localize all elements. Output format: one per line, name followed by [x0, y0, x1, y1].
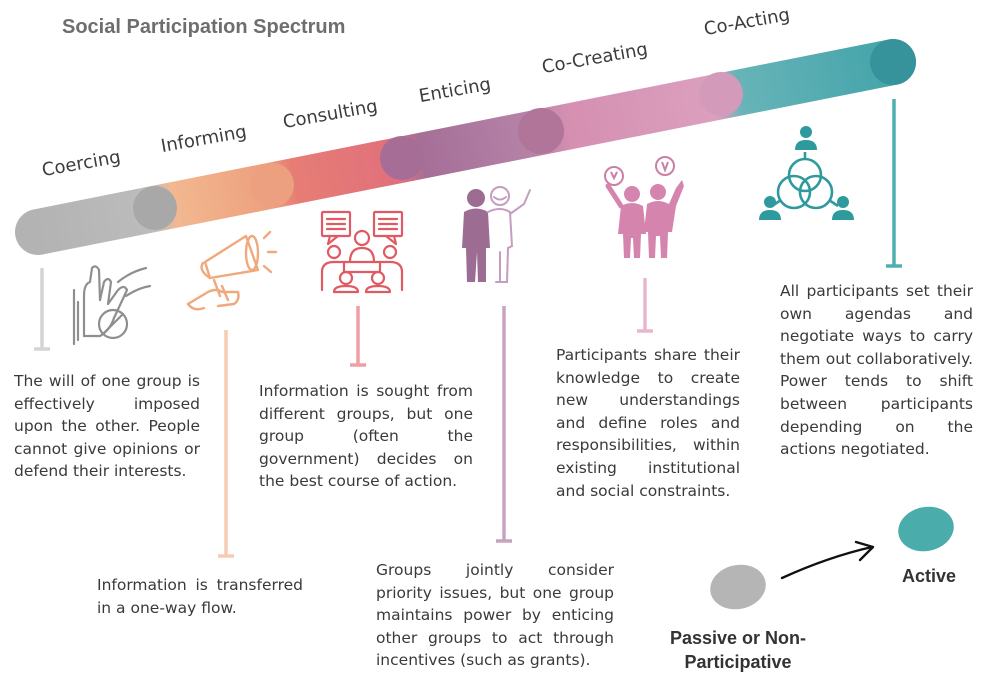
- stage-node-consulting: [380, 136, 424, 180]
- legend-passive-label: Passive or Non-Participative: [669, 628, 807, 672]
- stage-node-coacting: [870, 39, 916, 85]
- network-people-icon: [759, 126, 854, 220]
- stage-node-cocreating: [699, 72, 743, 116]
- group-meeting-icon: [320, 210, 404, 294]
- legend-arrow: [780, 545, 874, 580]
- spectrum-bar: [15, 39, 916, 255]
- description-coercing: The will of one group is effectively imp…: [14, 372, 200, 481]
- stage-node-informing: [250, 163, 294, 207]
- description-consulting: Information is sought from different gro…: [259, 382, 473, 491]
- page-title: Social Participation Spectrum: [62, 16, 346, 38]
- description-coacting: All participants set their own agendas a…: [780, 282, 973, 459]
- description-cocreating: Participants share their knowledge to cr…: [556, 346, 740, 500]
- people-ideas-icon: [604, 156, 684, 258]
- legend-active-label: Active: [901, 566, 957, 586]
- people-enticing-icon: [462, 186, 531, 283]
- megaphone-icon: [186, 230, 278, 311]
- stage-node-enticing: [518, 108, 564, 154]
- description-informing: Information is transferred in a one-way …: [97, 576, 303, 617]
- description-enticing: Groups jointly consider priority issues,…: [376, 561, 614, 670]
- legend-passive-pill: [710, 564, 766, 610]
- stage-node-coercing: [133, 186, 177, 230]
- legend-active-pill: [898, 506, 954, 552]
- hand-stop-icon: [72, 265, 152, 346]
